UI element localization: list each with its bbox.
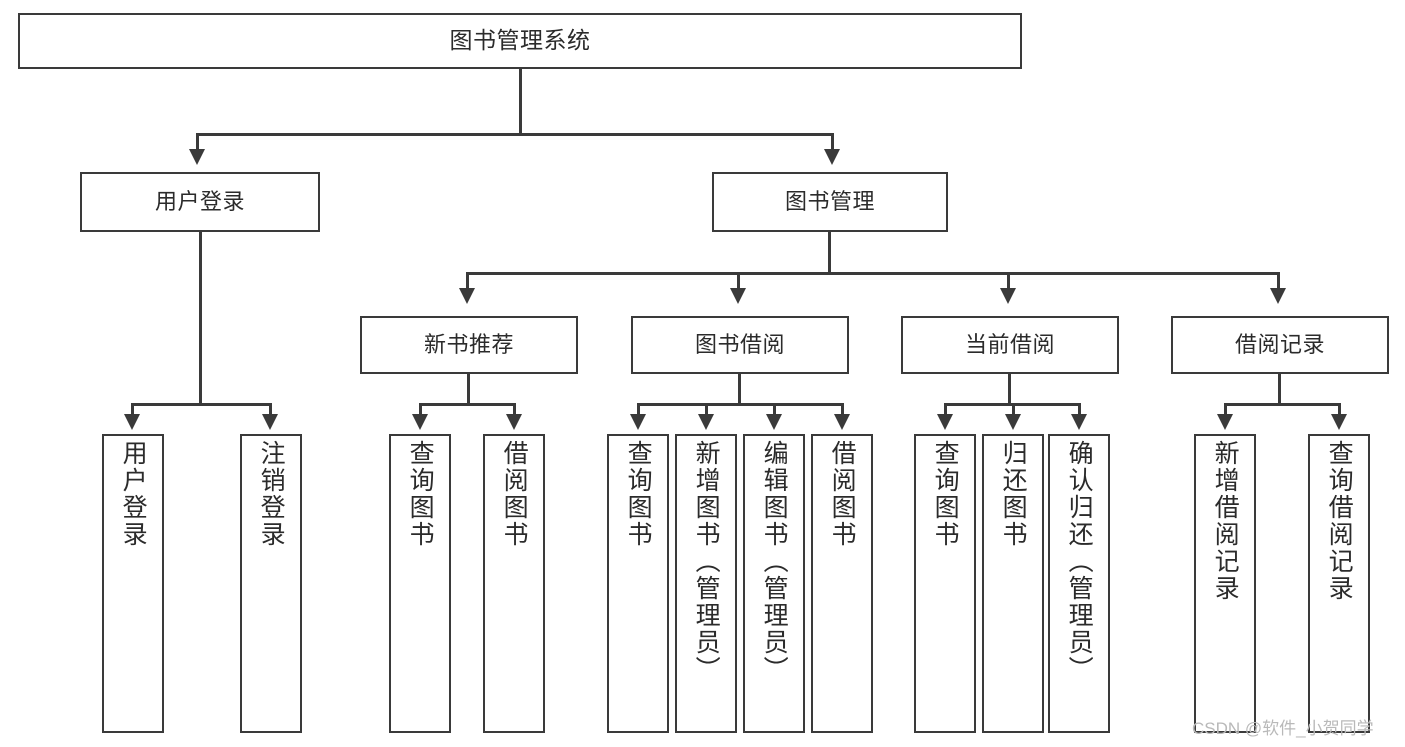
connector-root-stem xyxy=(519,68,522,133)
arrow-leaf-add-record xyxy=(1217,414,1233,430)
arrow-leaf-query-record xyxy=(1331,414,1347,430)
connector-new-book-stem xyxy=(467,374,470,405)
node-label: 当前借阅 xyxy=(964,332,1055,358)
node-leaf-add-borrow-record[interactable]: 新增借阅记录 xyxy=(1194,434,1256,733)
connector-book-mgmt-drop-3 xyxy=(1007,272,1010,288)
connector-book-mgmt-stem xyxy=(828,232,831,274)
arrow-to-user-login xyxy=(189,149,205,165)
connector-borrow-record-drop-1 xyxy=(1224,403,1227,415)
arrow-leaf-borrow-book-2 xyxy=(834,414,850,430)
connector-book-borrow-drop-1 xyxy=(637,403,640,415)
arrow-to-current-borrow xyxy=(1000,288,1016,304)
node-leaf-user-login[interactable]: 用户登录 xyxy=(102,434,164,733)
connector-user-login-bus xyxy=(131,403,271,406)
node-label: 归还图书 xyxy=(999,440,1028,548)
node-leaf-return-book[interactable]: 归还图书 xyxy=(982,434,1044,733)
node-user-login[interactable]: 用户登录 xyxy=(80,172,320,232)
arrow-to-new-book-recommend xyxy=(459,288,475,304)
node-book-management[interactable]: 图书管理 xyxy=(712,172,948,232)
node-label: 图书管理 xyxy=(784,189,875,215)
arrow-leaf-query-book-2 xyxy=(630,414,646,430)
arrow-leaf-return-book xyxy=(1005,414,1021,430)
connector-book-mgmt-bus xyxy=(466,272,1279,275)
node-label: 借阅记录 xyxy=(1234,332,1325,358)
connector-book-borrow-bus xyxy=(637,403,843,406)
node-leaf-edit-book-admin[interactable]: 编辑图书（管理员） xyxy=(743,434,805,733)
connector-new-book-drop-1 xyxy=(419,403,422,415)
connector-current-borrow-drop-2 xyxy=(1012,403,1015,415)
connector-new-book-bus xyxy=(419,403,515,406)
connector-root-to-user-login xyxy=(196,133,199,149)
arrow-leaf-borrow-book-1 xyxy=(506,414,522,430)
connector-book-borrow-drop-4 xyxy=(841,403,844,415)
arrow-to-borrow-record xyxy=(1270,288,1286,304)
node-leaf-confirm-return-admin[interactable]: 确认归还（管理员） xyxy=(1048,434,1110,733)
node-new-book-recommend[interactable]: 新书推荐 xyxy=(360,316,578,374)
connector-borrow-record-bus xyxy=(1224,403,1340,406)
connector-current-borrow-stem xyxy=(1008,374,1011,405)
node-root-book-management-system[interactable]: 图书管理系统 xyxy=(18,13,1022,69)
connector-user-login-drop-1 xyxy=(131,403,134,415)
node-label: 查询图书 xyxy=(624,440,653,548)
connector-book-mgmt-drop-2 xyxy=(737,272,740,288)
connector-book-mgmt-drop-4 xyxy=(1277,272,1280,288)
arrow-leaf-edit-book xyxy=(766,414,782,430)
node-current-borrow[interactable]: 当前借阅 xyxy=(901,316,1119,374)
csdn-watermark: CSDN @软件_小贺同学 xyxy=(1192,719,1374,738)
node-leaf-query-book-recommend[interactable]: 查询图书 xyxy=(389,434,451,733)
connector-book-borrow-drop-3 xyxy=(773,403,776,415)
node-label: 借阅图书 xyxy=(500,440,529,548)
connector-user-login-drop-2 xyxy=(269,403,272,415)
node-borrow-record[interactable]: 借阅记录 xyxy=(1171,316,1389,374)
connector-borrow-record-stem xyxy=(1278,374,1281,405)
arrow-leaf-confirm-return xyxy=(1071,414,1087,430)
node-leaf-query-borrow-record[interactable]: 查询借阅记录 xyxy=(1308,434,1370,733)
node-label: 查询图书 xyxy=(406,440,435,548)
node-leaf-add-book-admin[interactable]: 新增图书（管理员） xyxy=(675,434,737,733)
node-leaf-borrow-book-recommend[interactable]: 借阅图书 xyxy=(483,434,545,733)
connector-root-to-book-mgmt xyxy=(831,133,834,149)
node-label: 图书借阅 xyxy=(694,332,785,358)
node-label: 查询图书 xyxy=(931,440,960,548)
node-label: 借阅图书 xyxy=(828,440,857,548)
connector-book-borrow-drop-2 xyxy=(705,403,708,415)
arrow-to-book-mgmt xyxy=(824,149,840,165)
node-leaf-borrow-book[interactable]: 借阅图书 xyxy=(811,434,873,733)
node-leaf-logout[interactable]: 注销登录 xyxy=(240,434,302,733)
arrow-leaf-logout xyxy=(262,414,278,430)
node-label: 用户登录 xyxy=(119,440,148,548)
arrow-leaf-query-book-3 xyxy=(937,414,953,430)
connector-new-book-drop-2 xyxy=(513,403,516,415)
node-label: 确认归还（管理员） xyxy=(1065,440,1094,683)
connector-borrow-record-drop-2 xyxy=(1338,403,1341,415)
node-book-borrow[interactable]: 图书借阅 xyxy=(631,316,849,374)
node-label: 图书管理系统 xyxy=(449,27,591,54)
node-leaf-query-book-current[interactable]: 查询图书 xyxy=(914,434,976,733)
node-leaf-query-book-borrow[interactable]: 查询图书 xyxy=(607,434,669,733)
connector-book-mgmt-drop-1 xyxy=(466,272,469,288)
connector-current-borrow-drop-1 xyxy=(944,403,947,415)
connector-current-borrow-drop-3 xyxy=(1078,403,1081,415)
node-label: 注销登录 xyxy=(257,440,286,548)
connector-book-borrow-stem xyxy=(738,374,741,405)
connector-root-bus xyxy=(196,133,834,136)
node-label: 新增借阅记录 xyxy=(1211,440,1240,602)
node-label: 新增图书（管理员） xyxy=(692,440,721,683)
arrow-leaf-query-book-1 xyxy=(412,414,428,430)
arrow-leaf-add-book xyxy=(698,414,714,430)
arrow-to-book-borrow xyxy=(730,288,746,304)
node-label: 新书推荐 xyxy=(423,332,514,358)
node-label: 编辑图书（管理员） xyxy=(760,440,789,683)
node-label: 用户登录 xyxy=(154,189,245,215)
arrow-leaf-user-login xyxy=(124,414,140,430)
node-label: 查询借阅记录 xyxy=(1325,440,1354,602)
connector-user-login-stem xyxy=(199,232,202,405)
